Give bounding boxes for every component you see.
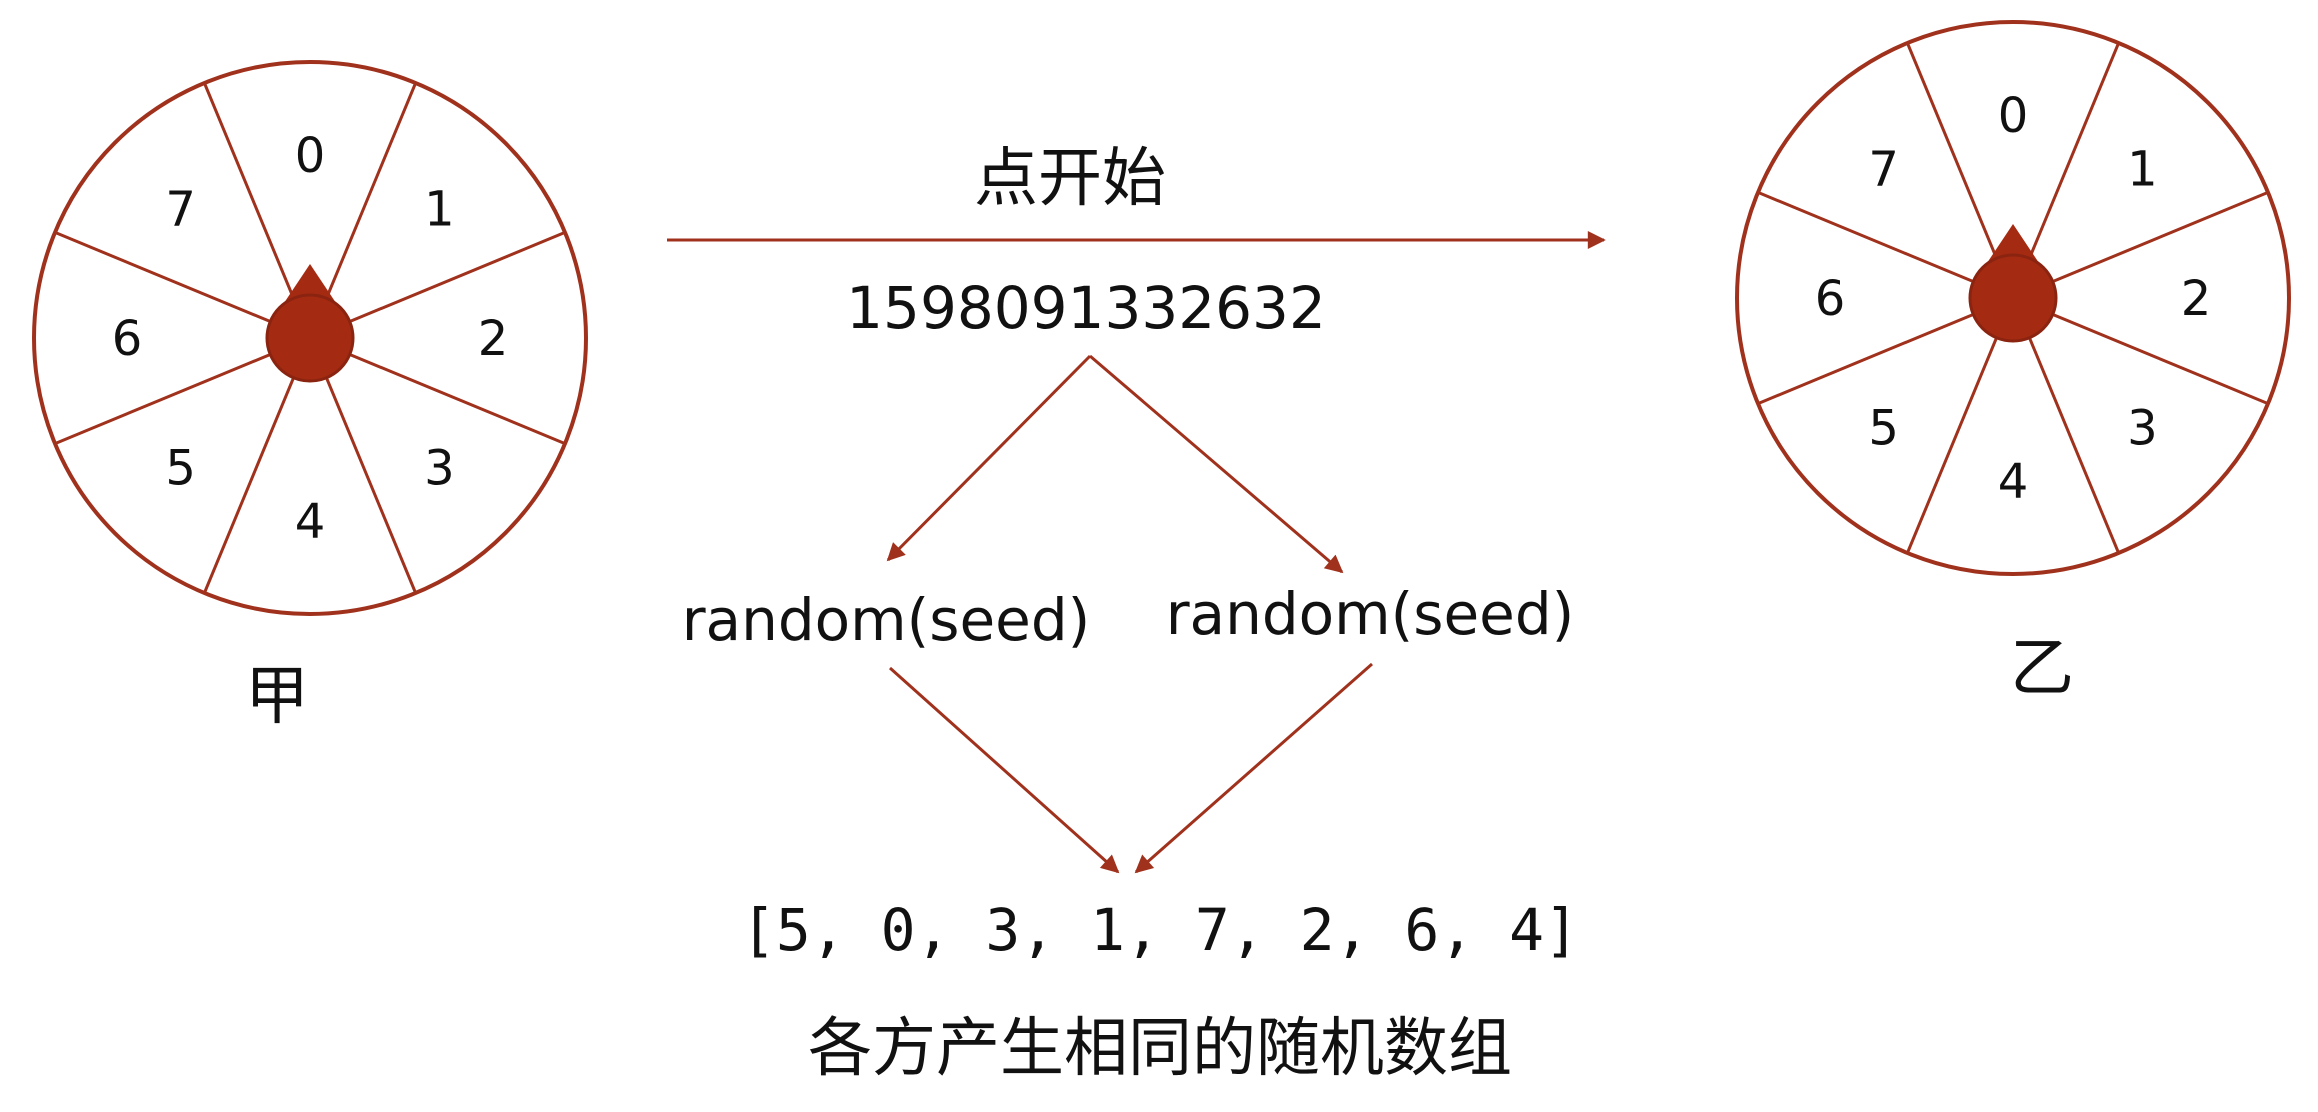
wheel-right-sector-labels: 0 1 2 3 4 5 6 7 bbox=[1815, 88, 2212, 510]
wheel-spoke bbox=[309, 336, 566, 445]
wheel-sector-label: 3 bbox=[424, 440, 455, 496]
wheel-spoke bbox=[309, 231, 566, 340]
wheel-spoke bbox=[2012, 296, 2269, 405]
start-label: 点开始 bbox=[974, 142, 1166, 216]
wheel-spoke bbox=[203, 337, 312, 594]
random-seed-right: random(seed) bbox=[1166, 580, 1575, 648]
conclusion-text: 各方产生相同的随机数组 bbox=[808, 1012, 1512, 1086]
wheel-sector-label: 0 bbox=[1998, 88, 2029, 144]
wheel-sector-label: 2 bbox=[478, 311, 509, 367]
wheel-spoke bbox=[1757, 296, 2014, 405]
flow-center: 点开始 1598091332632 random(seed) random(se… bbox=[667, 142, 1606, 1086]
arrow-seed-to-left bbox=[886, 354, 1092, 562]
wheel-sector-label: 5 bbox=[1868, 400, 1899, 456]
wheel-sector-label: 7 bbox=[165, 182, 196, 238]
wheel-right: 0 1 2 3 4 5 6 7 乙 bbox=[1735, 20, 2291, 706]
wheel-spoke bbox=[308, 337, 417, 594]
arrow-left-to-result bbox=[888, 666, 1120, 874]
wheel-sector-label: 4 bbox=[295, 494, 326, 550]
wheel-sector-label: 4 bbox=[1998, 454, 2029, 510]
wheel-sector-label: 1 bbox=[424, 182, 455, 238]
wheel-left-sector-labels: 0 1 2 3 4 5 6 7 bbox=[112, 128, 509, 550]
wheel-sector-label: 7 bbox=[1868, 142, 1899, 198]
wheel-sector-label: 3 bbox=[2127, 400, 2158, 456]
wheel-sector-label: 6 bbox=[112, 311, 143, 367]
wheel-left-name: 甲 bbox=[245, 660, 309, 734]
wheel-right-spokes bbox=[1757, 42, 2269, 554]
random-seed-left: random(seed) bbox=[682, 586, 1091, 654]
wheel-right-name: 乙 bbox=[2010, 632, 2074, 706]
wheel-spoke bbox=[1906, 297, 2015, 554]
wheel-spoke bbox=[2011, 297, 2120, 554]
arrow-seed-to-right bbox=[1089, 354, 1344, 574]
wheel-sector-label: 1 bbox=[2127, 142, 2158, 198]
result-array: [5, 0, 3, 1, 7, 2, 6, 4] bbox=[741, 896, 1579, 964]
wheel-sector-label: 5 bbox=[165, 440, 196, 496]
wheel-sector-label: 0 bbox=[295, 128, 326, 184]
seed-value: 1598091332632 bbox=[846, 274, 1326, 342]
wheel-spoke bbox=[54, 336, 311, 445]
droplet-pointer-icon bbox=[265, 264, 355, 383]
wheel-left: 0 1 2 3 4 5 6 7 甲 bbox=[32, 60, 588, 734]
wheel-spoke bbox=[54, 231, 311, 340]
wheel-spoke bbox=[2012, 191, 2269, 300]
wheel-sector-label: 6 bbox=[1815, 271, 1846, 327]
droplet-pointer-icon bbox=[1968, 224, 2058, 343]
wheel-sector-label: 2 bbox=[2181, 271, 2212, 327]
wheel-spoke bbox=[1757, 191, 2014, 300]
arrow-right-to-result bbox=[1134, 662, 1373, 874]
